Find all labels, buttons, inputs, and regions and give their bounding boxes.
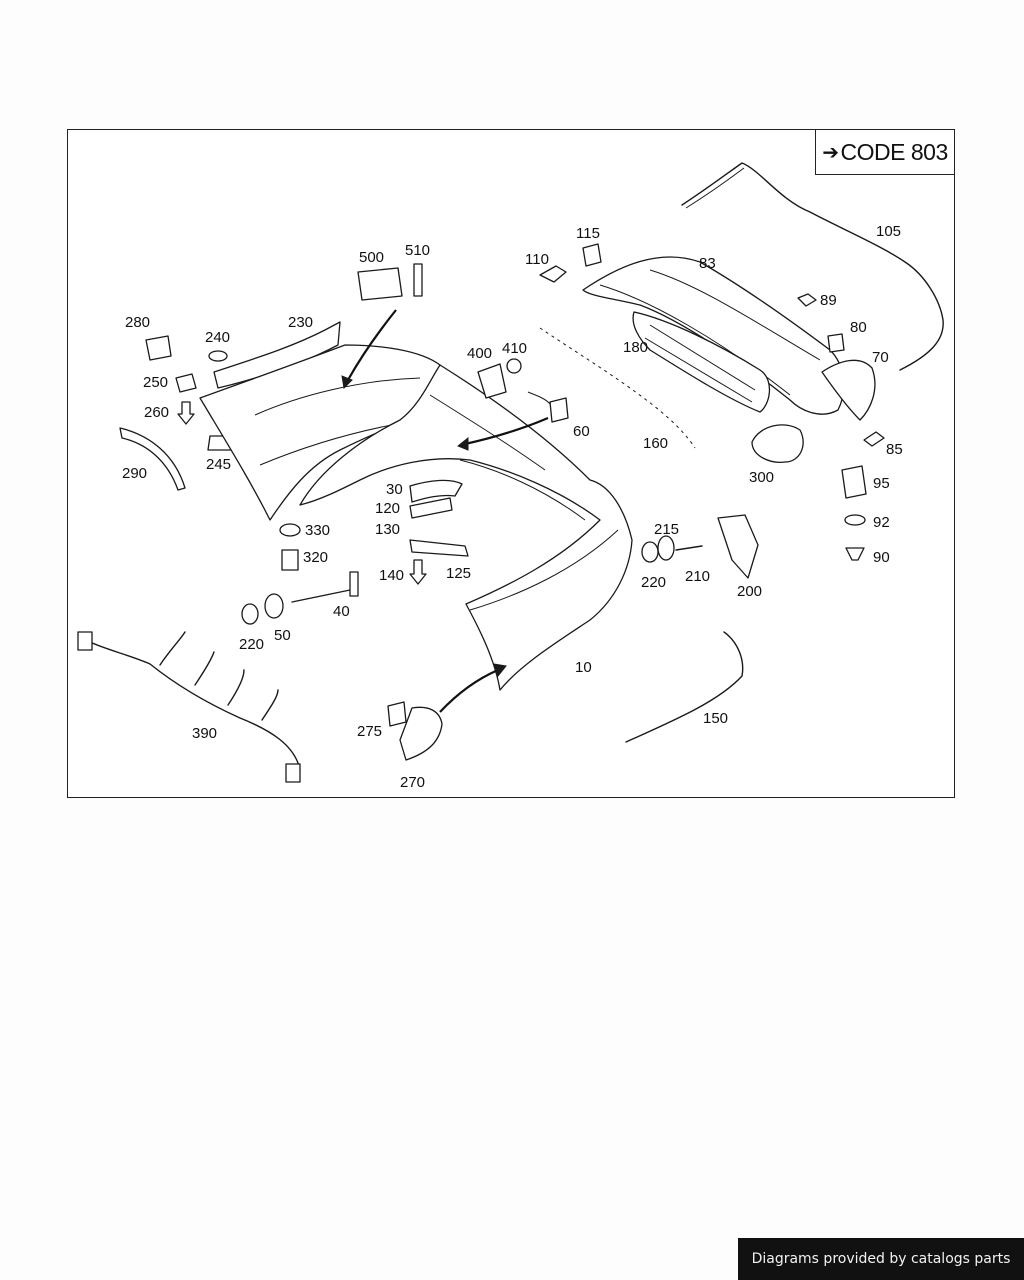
- label-290: 290: [122, 465, 147, 482]
- part-180-diffuser: [632, 311, 771, 413]
- leader-arrow-60: [464, 416, 549, 446]
- part-85-pin: [863, 431, 885, 447]
- part-510-seal: [413, 263, 423, 297]
- part-400-sensor-housing: [477, 363, 507, 399]
- part-270-guard: [399, 706, 443, 761]
- label-50: 50: [274, 627, 291, 644]
- part-89-clip: [797, 293, 817, 307]
- part-140-screw: [409, 559, 427, 585]
- label-280: 280: [125, 314, 150, 331]
- label-130: 130: [375, 521, 400, 538]
- part-90-screw: [845, 547, 865, 561]
- part-60-sensor: [549, 397, 569, 423]
- label-40: 40: [333, 603, 350, 620]
- part-40-stud: [291, 589, 351, 603]
- label-230: 230: [288, 314, 313, 331]
- part-95-holder: [841, 465, 867, 499]
- part-290-arch-trim: [119, 427, 186, 491]
- label-400: 400: [467, 345, 492, 362]
- label-115: 115: [576, 225, 600, 242]
- part-30-bracket: [409, 479, 463, 503]
- part-320-bolt: [281, 549, 299, 571]
- label-300: 300: [749, 469, 774, 486]
- part-150-trim-strip: [625, 631, 744, 743]
- part-250-nut: [175, 373, 197, 393]
- part-390-harness: [85, 639, 301, 771]
- label-510: 510: [405, 242, 430, 259]
- part-300-tow-socket: [751, 424, 804, 463]
- part-200-bracket: [717, 514, 759, 579]
- part-80-clip: [827, 333, 845, 353]
- label-180: 180: [623, 339, 648, 356]
- part-500-cover: [357, 267, 403, 301]
- label-70: 70: [872, 349, 889, 366]
- part-115-clip: [582, 243, 602, 267]
- label-92: 92: [873, 514, 890, 531]
- part-240-washer: [208, 350, 228, 362]
- label-260: 260: [144, 404, 169, 421]
- label-390: 390: [192, 725, 217, 742]
- leader-arrow-270: [439, 668, 499, 713]
- label-330: 330: [305, 522, 330, 539]
- label-220-left: 220: [239, 636, 264, 653]
- label-95: 95: [873, 475, 890, 492]
- label-275: 275: [357, 723, 382, 740]
- label-150: 150: [703, 710, 728, 727]
- label-410: 410: [502, 340, 527, 357]
- part-120-bracket: [409, 497, 453, 519]
- label-125: 125: [446, 565, 471, 582]
- part-50-washer: [264, 593, 284, 619]
- code-803-box: ➔ CODE 803: [815, 129, 955, 175]
- arrow-icon: ➔: [822, 141, 839, 164]
- label-215: 215: [654, 521, 679, 538]
- part-10-bumper-cover: [299, 364, 633, 691]
- label-110: 110: [525, 251, 549, 268]
- label-105: 105: [876, 223, 901, 240]
- label-245: 245: [206, 456, 231, 473]
- label-60: 60: [573, 423, 590, 440]
- part-83-upper-trim: [582, 256, 845, 415]
- part-92-washer: [844, 514, 866, 526]
- part-410-ring: [506, 358, 522, 374]
- code-label: CODE 803: [840, 138, 949, 165]
- label-160: 160: [643, 435, 668, 452]
- label-10: 10: [575, 659, 592, 676]
- label-500: 500: [359, 249, 384, 266]
- label-220-right: 220: [641, 574, 666, 591]
- part-210-stud: [675, 545, 703, 551]
- label-120: 120: [375, 500, 400, 517]
- label-80: 80: [850, 319, 867, 336]
- label-250: 250: [143, 374, 168, 391]
- part-280-clip: [145, 335, 172, 361]
- part-275-clip: [387, 701, 407, 727]
- part-105-spoiler: [681, 162, 944, 371]
- part-220-nut-right: [641, 541, 659, 563]
- footer-text: Diagrams provided by catalogs parts: [751, 1251, 1011, 1267]
- label-83: 83: [699, 255, 716, 272]
- label-85: 85: [886, 441, 903, 458]
- part-130-bracket: [409, 539, 469, 557]
- label-140: 140: [379, 567, 404, 584]
- label-320: 320: [303, 549, 328, 566]
- label-240: 240: [205, 329, 230, 346]
- part-215-washer: [657, 535, 675, 561]
- part-220-nut: [241, 603, 259, 625]
- label-89: 89: [820, 292, 837, 309]
- label-90: 90: [873, 549, 890, 566]
- part-260-screw: [177, 401, 195, 425]
- label-200: 200: [737, 583, 762, 600]
- part-330-washer: [279, 523, 301, 537]
- part-70-bracket: [821, 359, 876, 421]
- label-210: 210: [685, 568, 710, 585]
- part-160-seal-strip: [539, 327, 696, 449]
- footer-banner: Diagrams provided by catalogs parts: [738, 1238, 1024, 1280]
- leader-arrow-510: [347, 309, 397, 381]
- part-110-clip: [539, 265, 567, 283]
- label-270: 270: [400, 774, 425, 791]
- label-30: 30: [386, 481, 403, 498]
